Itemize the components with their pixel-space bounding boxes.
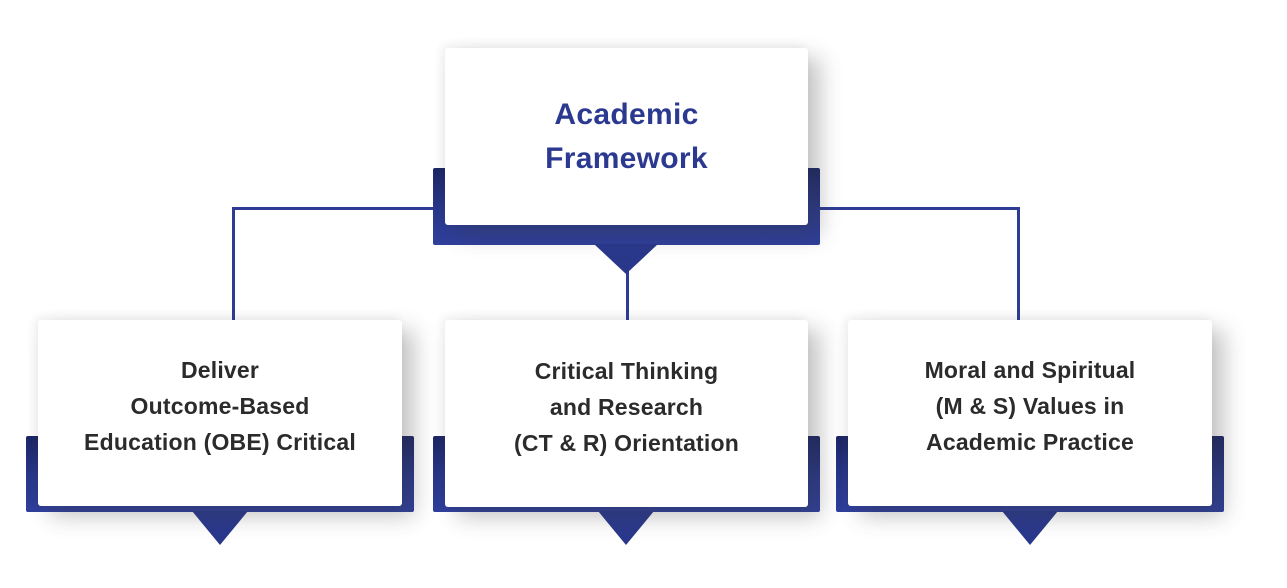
arrow-down-icon [594,244,658,274]
node-label-line: (M & S) Values in [935,393,1125,419]
node-label-line: Academic Practice [926,429,1134,455]
connector-vertical-left [232,207,235,320]
node-card-m-s: Moral and Spiritual (M & S) Values in Ac… [848,320,1212,506]
node-label-line: Outcome-Based [130,393,310,419]
node-label-line: Deliver [180,357,260,383]
node-label-line: Moral and Spiritual [924,357,1136,383]
node-card-obe: Deliver Outcome-Based Education (OBE) Cr… [38,320,402,506]
node-label-line: (CT & R) Orientation [513,429,740,456]
node-label-line: Critical Thinking [534,357,719,384]
node-label-line: Framework [545,141,708,175]
arrow-down-icon [598,511,654,545]
node-label-line: Education (OBE) Critical [84,429,356,455]
connector-vertical-right [1017,207,1020,320]
arrow-down-icon [1002,511,1058,545]
connector-vertical-middle [626,262,629,320]
arrow-down-icon [192,511,248,545]
node-card-root: Academic Framework [445,48,808,225]
node-card-ct-r: Critical Thinking and Research (CT & R) … [445,320,808,507]
node-label-line: Academic [554,97,699,131]
node-label-line: and Research [549,393,704,420]
